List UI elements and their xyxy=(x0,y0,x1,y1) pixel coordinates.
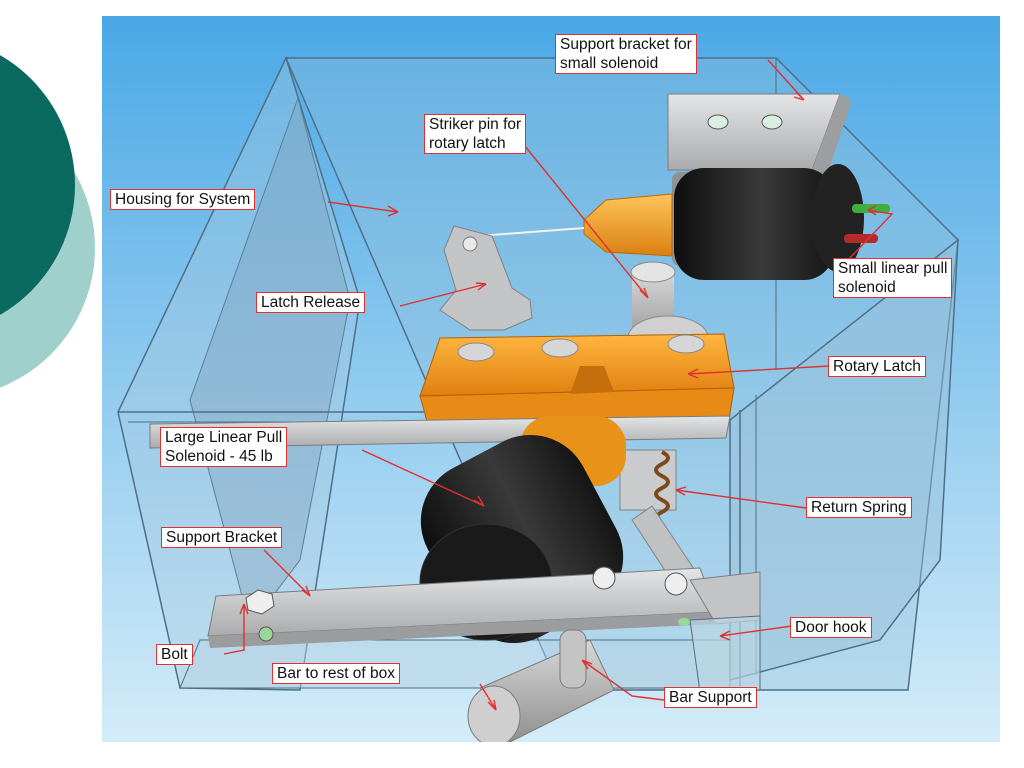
spring-coil xyxy=(654,450,670,526)
arrow-support-bracket xyxy=(263,549,311,597)
solenoid-wire-red xyxy=(844,234,878,243)
striker-pin-top xyxy=(630,261,676,283)
cad-rendering xyxy=(102,16,1000,742)
housing-bottom-front xyxy=(179,639,731,689)
bracket-bolt xyxy=(664,572,688,596)
latch-post xyxy=(541,338,579,358)
door-hook-pin xyxy=(678,618,690,626)
arrow-striker-pin xyxy=(519,139,649,299)
latch-post xyxy=(457,342,495,362)
arrow-return-spring xyxy=(675,486,807,509)
arrow-support-bracket-small xyxy=(767,59,805,101)
arrow-housing xyxy=(327,201,399,217)
arrow-bolt xyxy=(223,603,249,655)
rotary-latch-notch xyxy=(570,366,614,394)
small-solenoid-bracket xyxy=(667,93,841,171)
bolt-nut xyxy=(258,626,274,642)
bolt-head xyxy=(245,589,275,615)
arrow-large-solenoid xyxy=(361,449,485,507)
solenoid-plunger xyxy=(583,193,673,257)
callout-arrows xyxy=(223,59,894,711)
dark-teal-circle xyxy=(0,55,75,315)
small-solenoid-bracket-side xyxy=(812,94,852,178)
arrow-rotary-latch xyxy=(687,365,831,379)
arrow-door-hook xyxy=(719,625,793,641)
decorative-circles xyxy=(0,55,95,388)
arrow-latch-release xyxy=(399,282,487,307)
bolt xyxy=(245,589,275,642)
return-spring xyxy=(619,449,677,526)
latch-release-pin xyxy=(462,236,478,252)
lower-support-bracket-edge xyxy=(208,612,716,648)
arrow-bar-support xyxy=(581,659,665,701)
latch-release xyxy=(439,225,533,331)
arrow-bar-to-box xyxy=(479,683,497,711)
arrow-small-solenoid xyxy=(845,205,894,263)
small-solenoid-coil xyxy=(674,168,834,280)
bracket-bolt xyxy=(707,114,729,130)
bar-end xyxy=(467,685,521,742)
small-solenoid-end xyxy=(812,164,864,272)
bar-support xyxy=(559,629,587,689)
plunger-rod xyxy=(477,227,585,237)
latch-post xyxy=(667,334,705,354)
bracket-bolt xyxy=(592,566,616,590)
door-hook xyxy=(689,615,761,693)
bracket-bolt xyxy=(761,114,783,130)
